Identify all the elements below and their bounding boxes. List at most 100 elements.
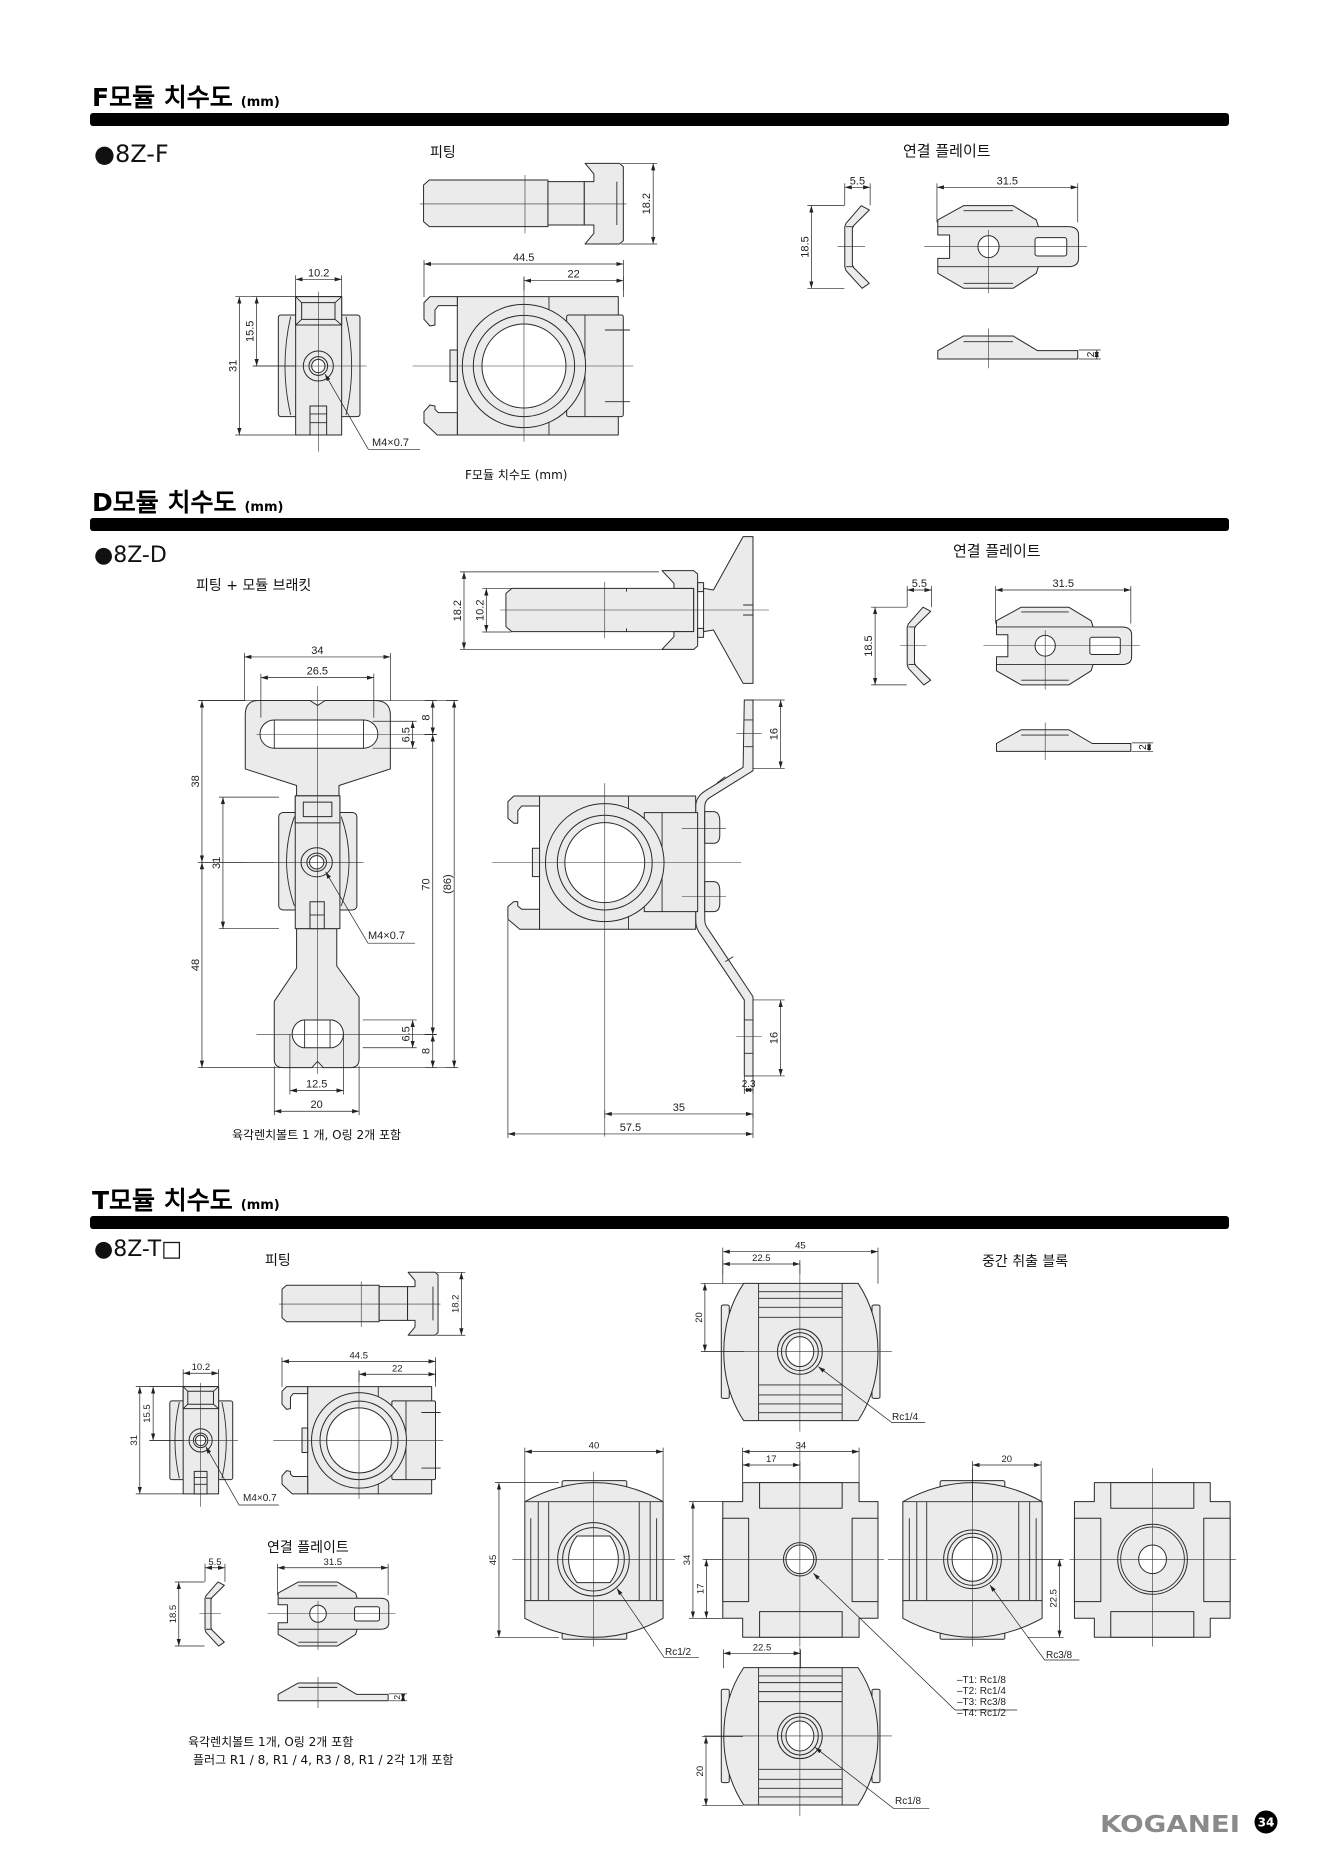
dimension-label: 34: [311, 645, 323, 657]
leader-line: [205, 1446, 279, 1506]
dimension: 17: [742, 1454, 801, 1480]
section-divider-bar: [90, 518, 1229, 531]
dimension: 31: [129, 1386, 183, 1495]
leader-line: [325, 871, 415, 944]
dimension: 18.5: [168, 1581, 205, 1647]
block-right-view: [888, 1468, 1062, 1646]
footer: KOGANEI 34: [1100, 1810, 1278, 1838]
dimension: 5.5: [204, 1557, 226, 1582]
port-label-right: Rc3/8: [1046, 1650, 1073, 1661]
dimension-label: 31.5: [324, 1557, 343, 1568]
dimension: 20: [694, 1282, 744, 1353]
plate-label: 연결 플레이트: [953, 542, 1041, 560]
fitting-label: 피팅: [265, 1253, 291, 1269]
dimension-label: 10.2: [192, 1362, 211, 1373]
port-variant-list: –T1: Rc1/8 –T2: Rc1/4 –T3: Rc3/8 –T4: Rc…: [957, 1675, 1006, 1719]
dimension-label: 48: [190, 959, 202, 971]
dimension: 22.5: [722, 1642, 802, 1669]
dimension-label: 18.5: [168, 1605, 179, 1624]
block-bottom-view: [703, 1647, 893, 1817]
plate-label: 연결 플레이트: [903, 142, 991, 160]
dimension-label: 18.2: [450, 1295, 461, 1314]
leader-lines: [205, 373, 1080, 1809]
fitting-label: 피팅: [430, 145, 456, 161]
dimension-label: 18.2: [641, 193, 653, 214]
page-number-badge: [1254, 1810, 1278, 1834]
dimension-label: 44.5: [350, 1350, 369, 1361]
module-drawing: [253, 276, 634, 452]
leader-line: [813, 1573, 1018, 1711]
leader-line: [989, 1584, 1080, 1661]
dimension: 16: [752, 699, 785, 769]
dimension: 6.5: [372, 720, 417, 749]
dimension-label: 31: [227, 360, 239, 372]
dimension-label: 2.3: [742, 1079, 756, 1090]
included-parts-note: 육각렌치볼트 1개, O링 2개 포함: [188, 1735, 353, 1749]
dimension: 35: [604, 1075, 754, 1118]
dimension-label: 57.5: [620, 1122, 641, 1134]
figure-caption: F모듈 치수도 (mm): [465, 468, 567, 482]
model-code: ●8Z-T□: [94, 1237, 182, 1262]
dimension: 22: [358, 1363, 436, 1382]
leader-line: [814, 1747, 930, 1809]
dimension: 34: [244, 645, 391, 701]
dimension-label: 10.2: [308, 267, 329, 279]
plate-drawing: [837, 205, 1088, 369]
dimension-label: 16: [769, 728, 781, 740]
dimension-label: 22.5: [753, 1642, 772, 1653]
d-fitting-front-drawing: [492, 537, 769, 1137]
dimension-label: 10.2: [474, 600, 486, 621]
dimension-label: 26.5: [307, 666, 328, 678]
dimension: (86): [442, 700, 459, 1069]
dimension-label: 8: [421, 1048, 433, 1054]
dimension: 18.5: [799, 205, 845, 289]
leader-line: [818, 1366, 926, 1423]
dimension-label: 20: [694, 1312, 705, 1323]
dimension-label: 31.5: [997, 175, 1018, 187]
dimension: 2: [1131, 742, 1154, 752]
dimension-label: 5.5: [850, 175, 865, 187]
dimension-label: 2: [1138, 744, 1149, 750]
dimension: 10.2: [474, 588, 512, 633]
dimension-label: 45: [795, 1241, 806, 1252]
dimension-label: 16: [769, 1032, 781, 1044]
dimension: 31: [227, 296, 296, 436]
dimension: 10.2: [182, 1362, 219, 1387]
plate-drawing: [199, 1581, 396, 1709]
dimension: 5.5: [844, 175, 871, 206]
dimension: 18.2: [621, 162, 658, 245]
dimension: 16: [752, 999, 785, 1077]
port-label-left: Rc1/2: [665, 1647, 692, 1658]
dimension: 22.5: [722, 1253, 801, 1274]
dimension-label: 40: [589, 1441, 600, 1452]
dimension-annotations: 18.210.215.53144.5225.518.531.523426.538…: [129, 162, 1154, 1807]
block-top-view: [703, 1263, 893, 1432]
bracket-drawing: [198, 686, 457, 1074]
port-variant: –T3: Rc3/8: [957, 1697, 1006, 1708]
dimension: 26.5: [260, 666, 375, 718]
thread-label: M4×0.7: [368, 930, 405, 942]
dimension: 40: [524, 1441, 664, 1502]
dimension-label: 18.2: [452, 600, 464, 621]
dimension-label: 38: [190, 775, 202, 787]
dimension: 18.2: [436, 1271, 466, 1336]
dimension-label: 44.5: [513, 252, 534, 264]
dimension: 15.5: [245, 296, 296, 367]
dimension: 22: [523, 269, 624, 291]
takeout-block-drawings: [512, 1263, 1236, 1817]
section-title: T모듈 치수도(mm): [92, 1186, 280, 1215]
dimension: 31.5: [936, 175, 1079, 223]
dimension: 17: [695, 1558, 722, 1619]
section-divider-bar: [90, 113, 1229, 126]
dimension-label: 31.5: [1053, 578, 1074, 590]
model-code: ●8Z-D: [94, 543, 167, 568]
dimension-label: 18.5: [799, 236, 811, 257]
included-plugs-note: 플러그 R1 / 8, R1 / 4, R3 / 8, R1 / 2각 1개 포…: [193, 1753, 453, 1767]
dimension-label: 2: [392, 1695, 402, 1700]
block-front-view: [704, 1443, 884, 1646]
dimension: 45: [488, 1482, 559, 1638]
dimension-label: 22.5: [752, 1253, 771, 1264]
dimension: 8: [421, 700, 437, 735]
brand-logo: KOGANEI: [1100, 1812, 1240, 1838]
